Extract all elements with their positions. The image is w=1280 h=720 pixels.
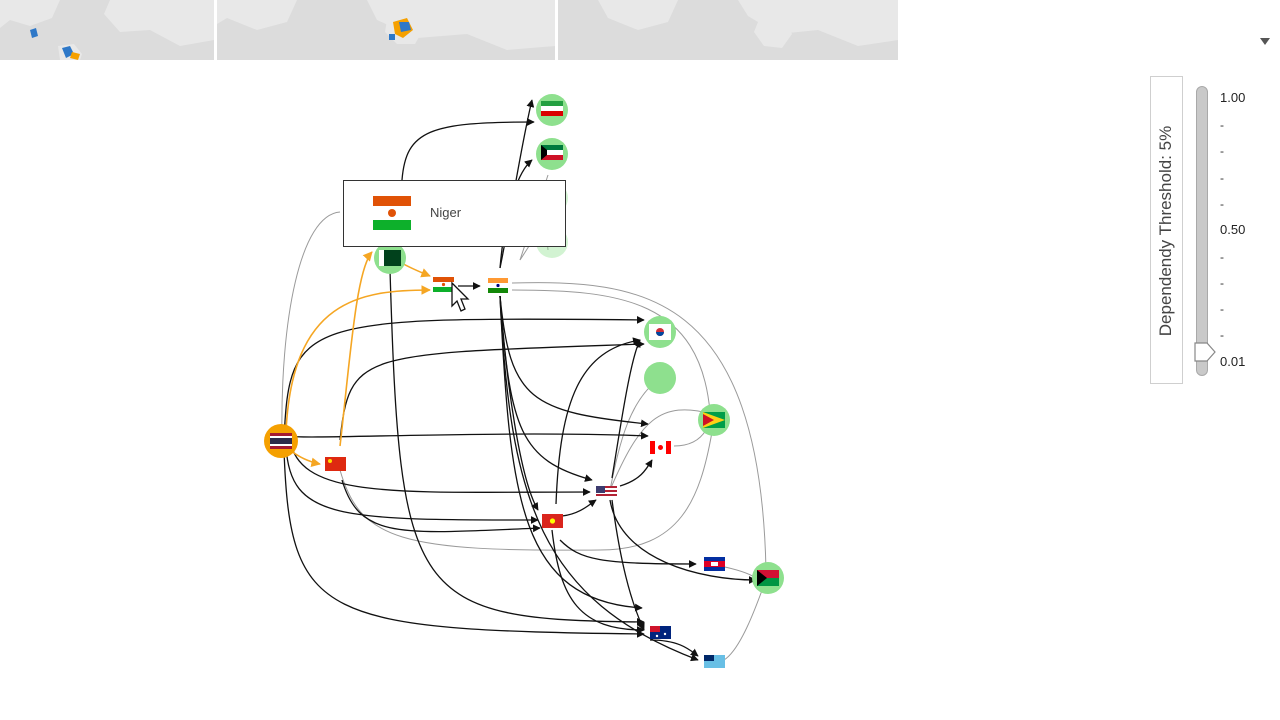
- flag-canada-icon[interactable]: [650, 441, 671, 454]
- flag-pakistan-icon: [379, 250, 401, 266]
- mouse-cursor-icon: [451, 281, 470, 312]
- country-tooltip: Niger: [343, 180, 566, 247]
- threshold-tick-mid: 0.50: [1220, 222, 1246, 237]
- tooltip-country-name: Niger: [430, 205, 462, 220]
- flag-cambodia-icon[interactable]: [704, 557, 725, 571]
- scroll-down-arrow-icon[interactable]: [1260, 38, 1270, 45]
- flag-china-icon[interactable]: [325, 457, 346, 471]
- map-thumbnail-1[interactable]: [0, 0, 214, 60]
- flag-india-icon[interactable]: [488, 278, 508, 293]
- flag-thailand-icon: [270, 433, 292, 449]
- node-unknown[interactable]: [644, 362, 676, 394]
- threshold-label: Dependendy Threshold: 5%: [1156, 125, 1175, 337]
- weak-edges: [281, 174, 767, 661]
- threshold-slider-track[interactable]: [1196, 86, 1208, 376]
- tick-mark: -: [1220, 276, 1224, 290]
- threshold-tick-min: 0.01: [1220, 354, 1246, 369]
- flag-kuwait-icon: [541, 145, 563, 150]
- tick-mark: -: [1220, 328, 1224, 342]
- threshold-label-box: [1150, 76, 1183, 384]
- tick-mark: -: [1220, 302, 1224, 316]
- flag-vanuatu-icon: [757, 570, 779, 578]
- map-thumbnail-3[interactable]: [555, 0, 898, 60]
- scrollbar[interactable]: [1254, 0, 1280, 60]
- flag-vietnam-icon[interactable]: [542, 514, 563, 528]
- highlighted-edges: [285, 251, 431, 468]
- map-thumbnail-strip: [0, 0, 898, 60]
- flag-fiji-icon[interactable]: [704, 655, 725, 668]
- flag-usa-icon[interactable]: [596, 486, 617, 499]
- threshold-slider-handle[interactable]: [1193, 341, 1219, 363]
- tooltip-flag-niger-icon: [373, 196, 411, 230]
- threshold-tick-max: 1.00: [1220, 90, 1246, 105]
- tick-mark: -: [1220, 250, 1224, 264]
- tick-mark: -: [1220, 144, 1224, 158]
- flag-niger-icon[interactable]: [433, 277, 454, 292]
- tick-mark: -: [1220, 118, 1224, 132]
- flag-iran-icon: [541, 101, 563, 106]
- flag-australia-icon[interactable]: [650, 626, 671, 639]
- tick-mark: -: [1220, 171, 1224, 185]
- tick-mark: -: [1220, 197, 1224, 211]
- dependency-graph: [264, 94, 784, 668]
- map-thumbnail-2[interactable]: [214, 0, 555, 60]
